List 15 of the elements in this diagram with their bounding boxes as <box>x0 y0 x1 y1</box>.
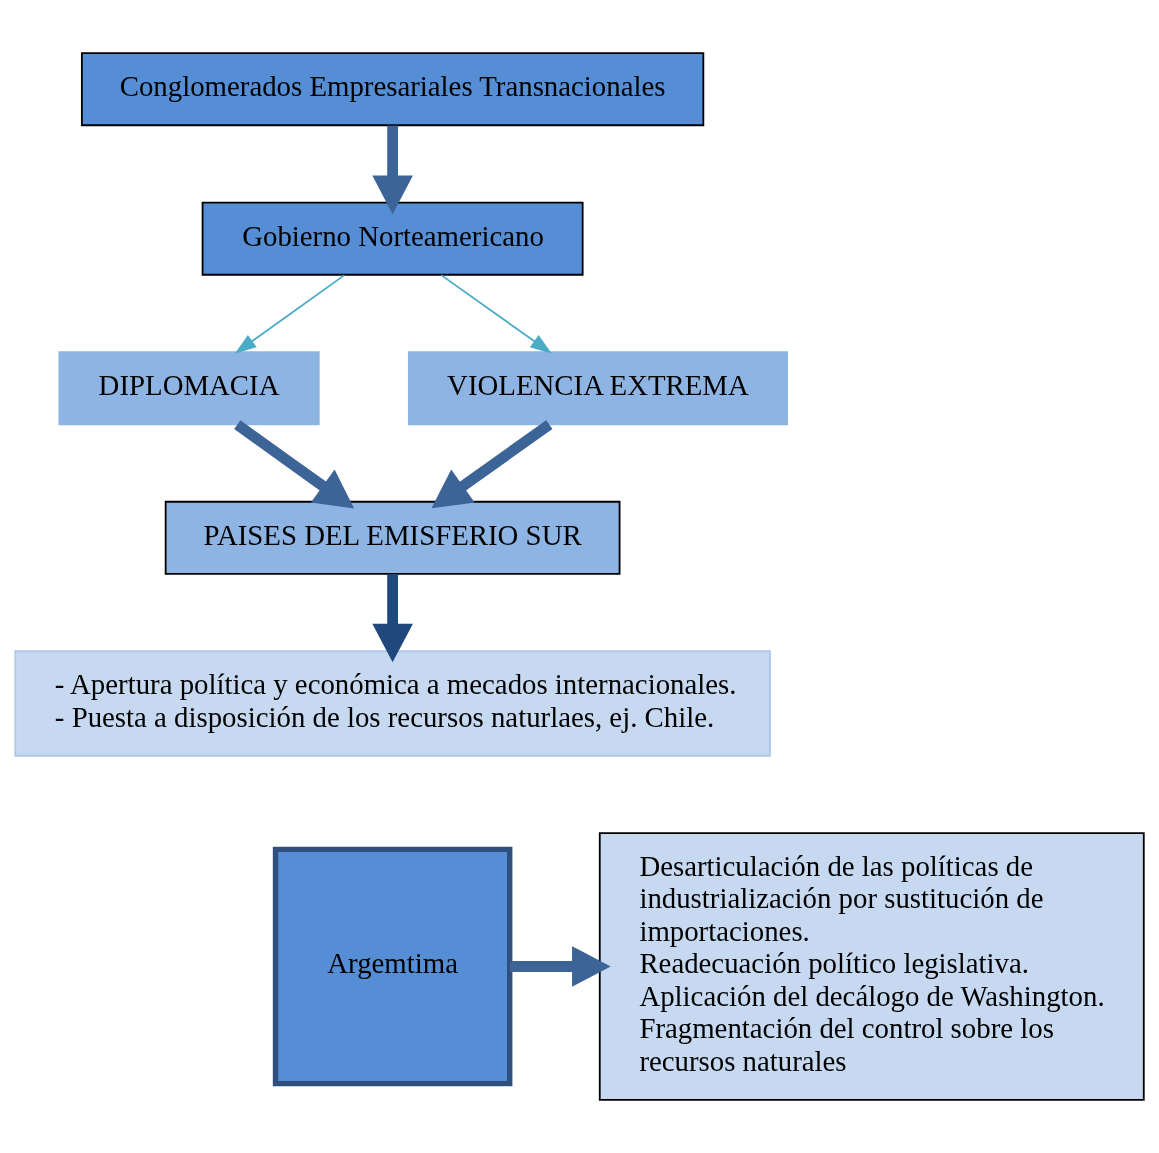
node-box: - Apertura política y económica a mecados internacionales. - Puesta a disposición de los recursos naturlaes, ej. Chile. <box>14 650 771 757</box>
node-box: Desarticulación de las políticas de industrialización por sustitución de importaciones. Readecuación político legislativa. Aplicación del decálogo de Washington. Fragmentación del control sobre los recursos naturales <box>598 832 1145 1101</box>
node-box: Gobierno Norteamericano <box>201 201 584 276</box>
node-box: Argemtima <box>272 846 513 1087</box>
node-box: PAISES DEL EMISFERIO SUR <box>164 500 621 575</box>
arrow <box>372 573 413 663</box>
arrow <box>431 420 553 509</box>
node-box: DIPLOMACIA <box>58 351 320 426</box>
arrow <box>234 420 355 509</box>
arrow <box>372 125 413 215</box>
node-box: Conglomerados Empresariales Transnacionales <box>80 52 705 127</box>
node-box: VIOLENCIA EXTREMA <box>407 351 788 426</box>
arrow <box>440 274 552 354</box>
arrow <box>510 946 611 987</box>
arrow <box>234 274 346 354</box>
